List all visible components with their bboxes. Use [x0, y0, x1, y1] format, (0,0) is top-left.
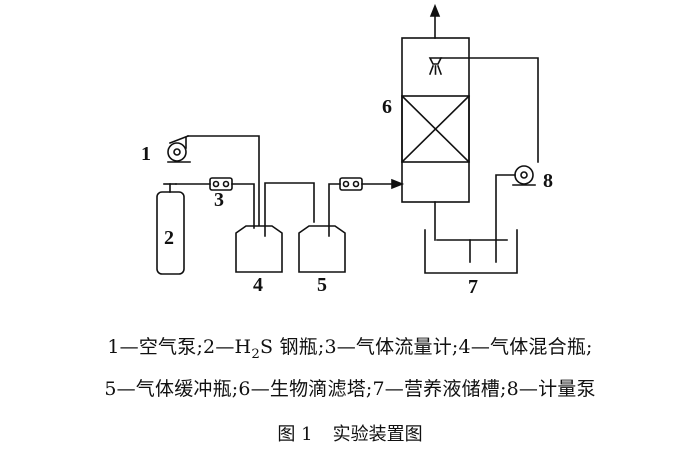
- legend-line-1-a: 1—空气泵;2—H: [107, 336, 252, 358]
- metering-pump: [495, 165, 536, 263]
- figure-number: 图 1: [277, 424, 313, 445]
- trickling-tower: [400, 3, 539, 241]
- label-5: 5: [317, 274, 327, 296]
- air-pump: [167, 134, 191, 163]
- legend-line-1: 1—空气泵;2—H2S 钢瓶;3—气体流量计;4—气体混合瓶;: [0, 332, 700, 362]
- label-7: 7: [468, 276, 478, 298]
- buffer-bottle: [298, 183, 346, 273]
- mixing-bottle: [235, 182, 315, 273]
- legend-line-2: 5—气体缓冲瓶;6—生物滴滤塔;7—营养液储槽;8—计量泵: [104, 378, 596, 400]
- flow-meter: [209, 177, 255, 229]
- label-6: 6: [382, 96, 392, 118]
- label-1: 1: [141, 143, 151, 165]
- legend-line-1-subscript: 2: [251, 346, 260, 362]
- air-pipe: [187, 135, 260, 226]
- figure-title: 实验装置图: [332, 424, 423, 445]
- figure-caption: 图 1 实验装置图: [0, 420, 700, 446]
- flow-meter-2: [339, 177, 405, 191]
- label-4: 4: [253, 274, 263, 296]
- legend-line-1-b: S 钢瓶;3—气体流量计;4—气体混合瓶;: [259, 336, 593, 358]
- nutrient-tank: [424, 229, 518, 274]
- label-8: 8: [543, 170, 553, 192]
- h2s-cylinder: [156, 183, 211, 275]
- label-2: 2: [164, 227, 174, 249]
- label-3: 3: [214, 189, 224, 211]
